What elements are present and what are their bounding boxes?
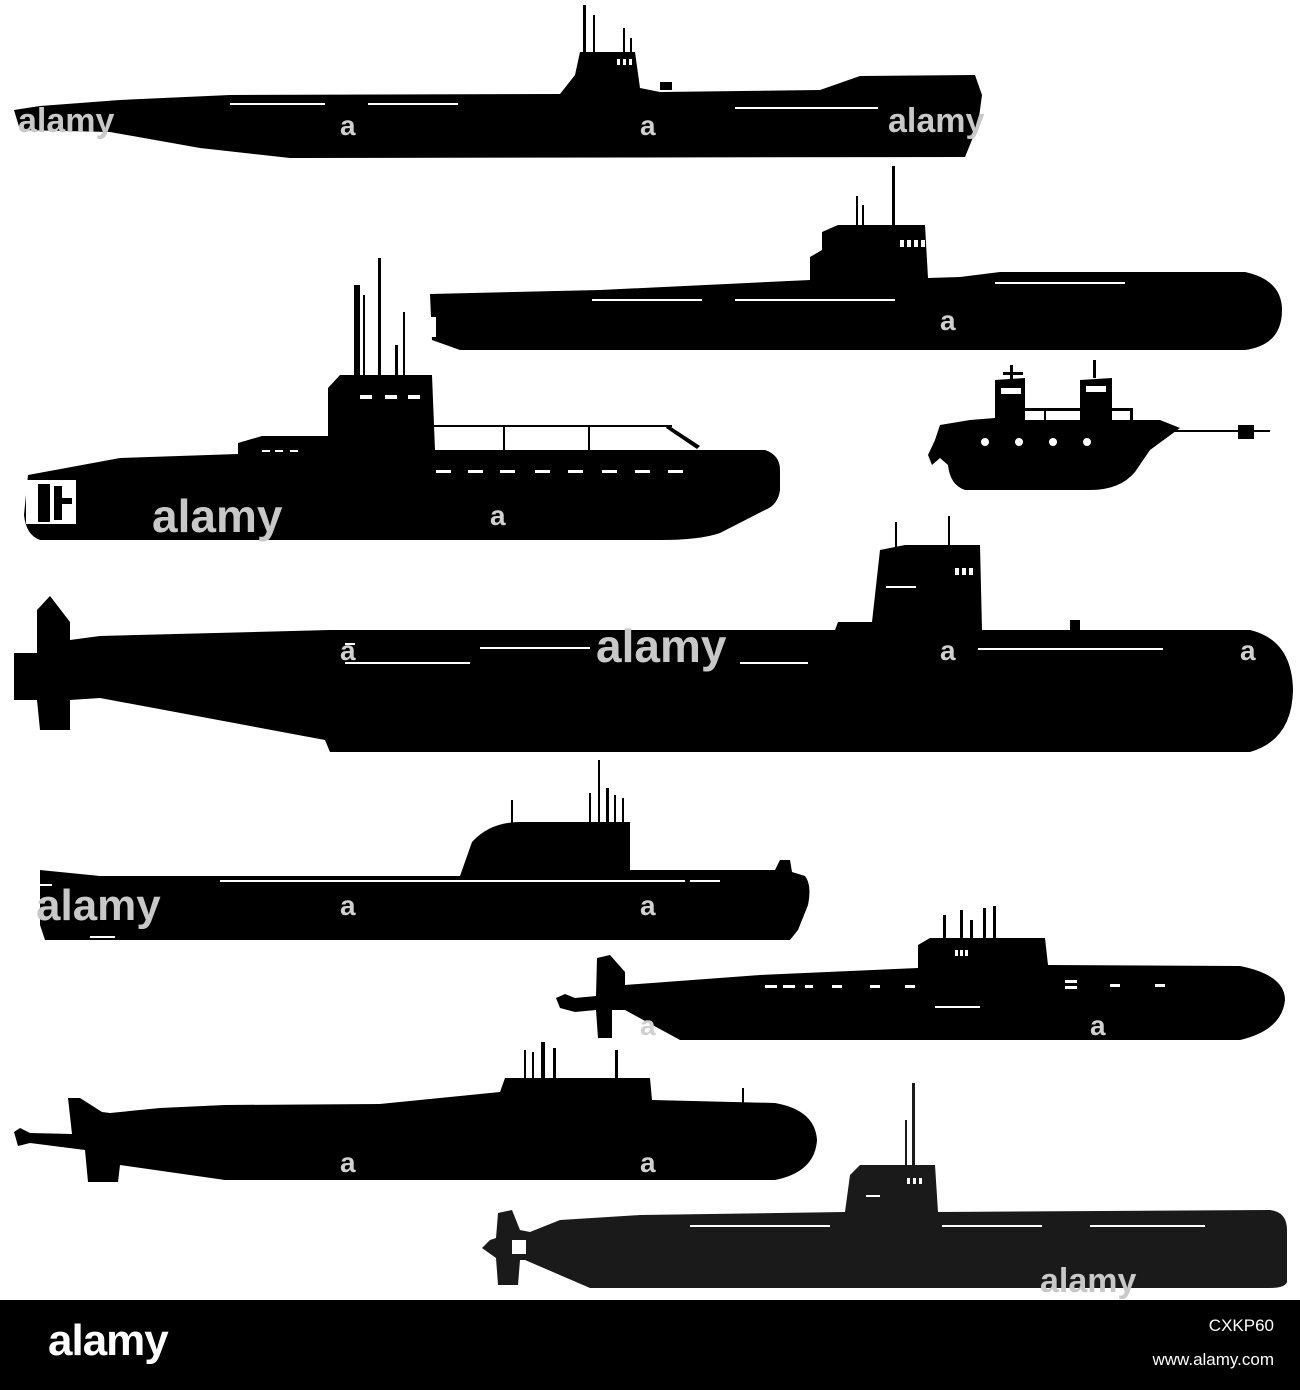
submarine-2 bbox=[430, 166, 1282, 350]
watermark-word: alamy bbox=[1040, 1262, 1136, 1300]
footer-logo: alamy bbox=[48, 1316, 169, 1365]
watermark-letter: a bbox=[940, 635, 956, 666]
footer-image-id: CXKP60 bbox=[1208, 1316, 1274, 1335]
footer-url: www.alamy.com bbox=[1152, 1350, 1274, 1369]
submarine-7-markings bbox=[765, 950, 1165, 1008]
submarine-silhouettes-illustration: alamy alamy alamy alamy alamy alamy a a … bbox=[14, 5, 1293, 1300]
submarine-4 bbox=[928, 360, 1270, 490]
watermark-word: alamy bbox=[152, 490, 283, 542]
watermark-letter: a bbox=[340, 890, 356, 921]
submarine-7 bbox=[556, 906, 1285, 1040]
watermark-letter: a bbox=[640, 890, 656, 921]
submarine-3-markings bbox=[26, 395, 683, 524]
submarine-3-stern-mark bbox=[38, 484, 72, 522]
submarine-4-markings bbox=[981, 386, 1106, 446]
submarine-5-markings bbox=[345, 568, 1163, 664]
watermark-letter: a bbox=[640, 110, 656, 141]
submarine-3 bbox=[24, 258, 780, 540]
watermark-letter: a bbox=[340, 1147, 356, 1178]
watermark-word: alamy bbox=[18, 102, 114, 140]
submarine-1-markings bbox=[230, 59, 878, 109]
watermark-overlays: alamy alamy alamy alamy alamy alamy a a … bbox=[18, 102, 1256, 1300]
watermark-letter: a bbox=[340, 110, 356, 141]
submarine-6-markings bbox=[40, 880, 720, 938]
stock-footer-bar: alamy CXKP60 www.alamy.com bbox=[0, 1300, 1300, 1390]
watermark-letter: a bbox=[340, 635, 356, 666]
submarine-9-markings bbox=[512, 1178, 1205, 1254]
watermark-letter: a bbox=[640, 1147, 656, 1178]
watermark-letter: a bbox=[1090, 1010, 1106, 1041]
watermark-word: alamy bbox=[596, 620, 727, 672]
watermark-letter: a bbox=[940, 305, 956, 336]
submarine-1 bbox=[14, 5, 982, 158]
watermark-letter: a bbox=[640, 1010, 656, 1041]
submarine-2-markings bbox=[431, 240, 1125, 337]
submarine-5 bbox=[14, 516, 1293, 752]
watermark-word: alamy bbox=[36, 881, 161, 930]
submarine-9 bbox=[482, 1083, 1287, 1288]
watermark-letter: a bbox=[1240, 635, 1256, 666]
watermark-word: alamy bbox=[888, 102, 984, 140]
watermark-letter: a bbox=[490, 500, 506, 531]
submarine-8 bbox=[14, 1042, 817, 1182]
